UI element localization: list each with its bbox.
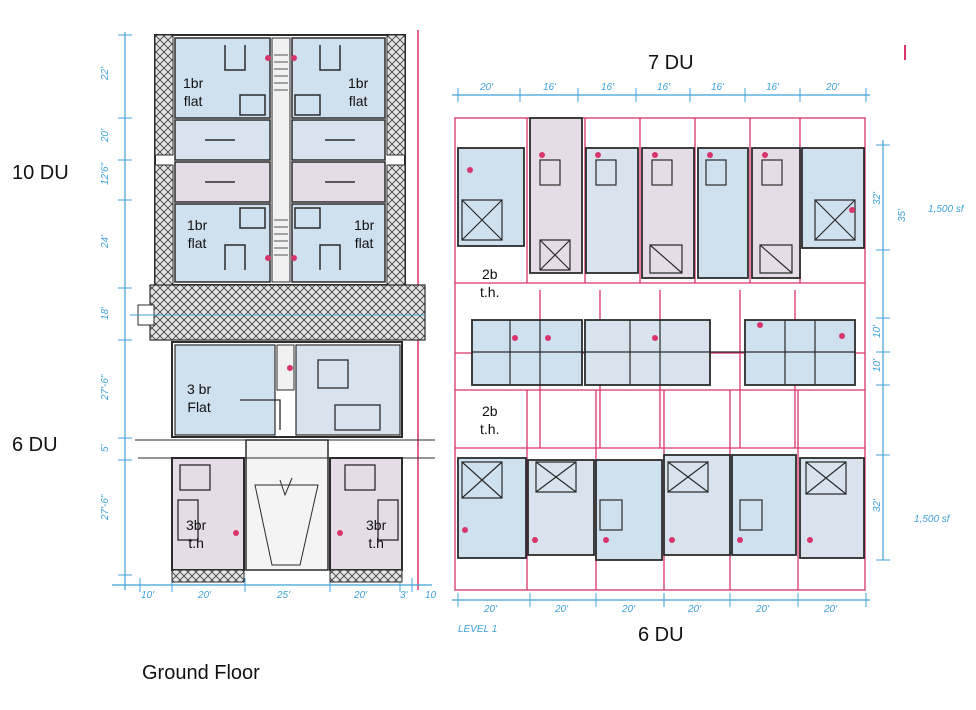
du-label-top-right: 7 DU — [648, 52, 694, 74]
dim-left-bottom-0: 10' — [141, 590, 155, 601]
dim-left-side-4: 18' — [100, 306, 111, 320]
dim-left-bottom-3: 20' — [353, 590, 368, 601]
room-label-3br-flat: 3 br Flat — [187, 381, 212, 415]
du-label-bottom-right: 6 DU — [638, 624, 684, 646]
caption-ground-floor: Ground Floor — [142, 662, 260, 684]
dim-left-side-7: 27'-6" — [100, 494, 111, 521]
dim-left-bottom-5: 10 — [425, 590, 437, 601]
dim-right-top-3: 16' — [657, 82, 671, 93]
room-label-2b-th-lower: 2b t.h. — [480, 403, 500, 437]
dim-left-side-1: 20' — [100, 128, 111, 143]
room-label-3br-th-left: 3br t.h — [186, 517, 207, 551]
dim-left-bottom-2: 25' — [276, 590, 291, 601]
room-label-2b-th-upper: 2b t.h. — [480, 266, 500, 300]
dim-right-side-3: 10' — [872, 358, 883, 372]
dim-right-side-0: 32' — [872, 191, 883, 205]
room-label-1br-flat-ml: 1br flat — [187, 217, 208, 251]
dim-left-bottom-4: 3' — [400, 590, 409, 601]
dim-right-side-2: 10' — [872, 324, 883, 338]
dim-right-bottom-4: 20' — [755, 604, 770, 615]
dim-right-top-4: 16' — [711, 82, 725, 93]
dim-right-side-4: 32' — [872, 498, 883, 512]
level-note: LEVEL 1 — [458, 624, 497, 635]
dim-right-bottom-2: 20' — [621, 604, 636, 615]
area-note-upper: 1,500 sf — [928, 204, 965, 215]
left-building — [112, 30, 435, 592]
dim-left-side-6: 5' — [100, 443, 111, 452]
du-label-top-left: 10 DU — [12, 162, 69, 184]
dim-left-bottom-1: 20' — [197, 590, 212, 601]
dim-right-top-1: 16' — [543, 82, 557, 93]
area-note-lower: 1,500 sf — [914, 514, 951, 525]
dim-right-top-0: 20' — [479, 82, 494, 93]
dim-right-top-6: 20' — [825, 82, 840, 93]
dim-right-bottom-5: 20' — [823, 604, 838, 615]
dim-right-top-5: 16' — [766, 82, 780, 93]
dim-left-side-3: 24' — [100, 234, 111, 249]
room-label-3br-th-right: 3br t.h — [366, 517, 387, 551]
dim-left-side-2: 12'6" — [100, 162, 111, 185]
dim-left-side-5: 27'-6" — [100, 374, 111, 401]
dim-right-bottom-1: 20' — [554, 604, 569, 615]
dim-right-bottom-3: 20' — [687, 604, 702, 615]
dim-right-side-1: 35' — [897, 208, 908, 222]
dim-right-top-2: 16' — [601, 82, 615, 93]
right-building — [452, 45, 906, 607]
room-label-1br-flat-tr: 1br flat — [348, 75, 369, 109]
room-label-1br-flat-mr: 1br flat — [354, 217, 375, 251]
dimension-labels: 10' 20' 25' 20' 3' 10 22' 20' 12'6" 24' … — [100, 66, 965, 635]
du-label-mid-left: 6 DU — [12, 434, 58, 456]
room-label-1br-flat-tl: 1br flat — [183, 75, 204, 109]
dim-left-side-0: 22' — [100, 66, 111, 81]
dim-right-bottom-0: 20' — [483, 604, 498, 615]
